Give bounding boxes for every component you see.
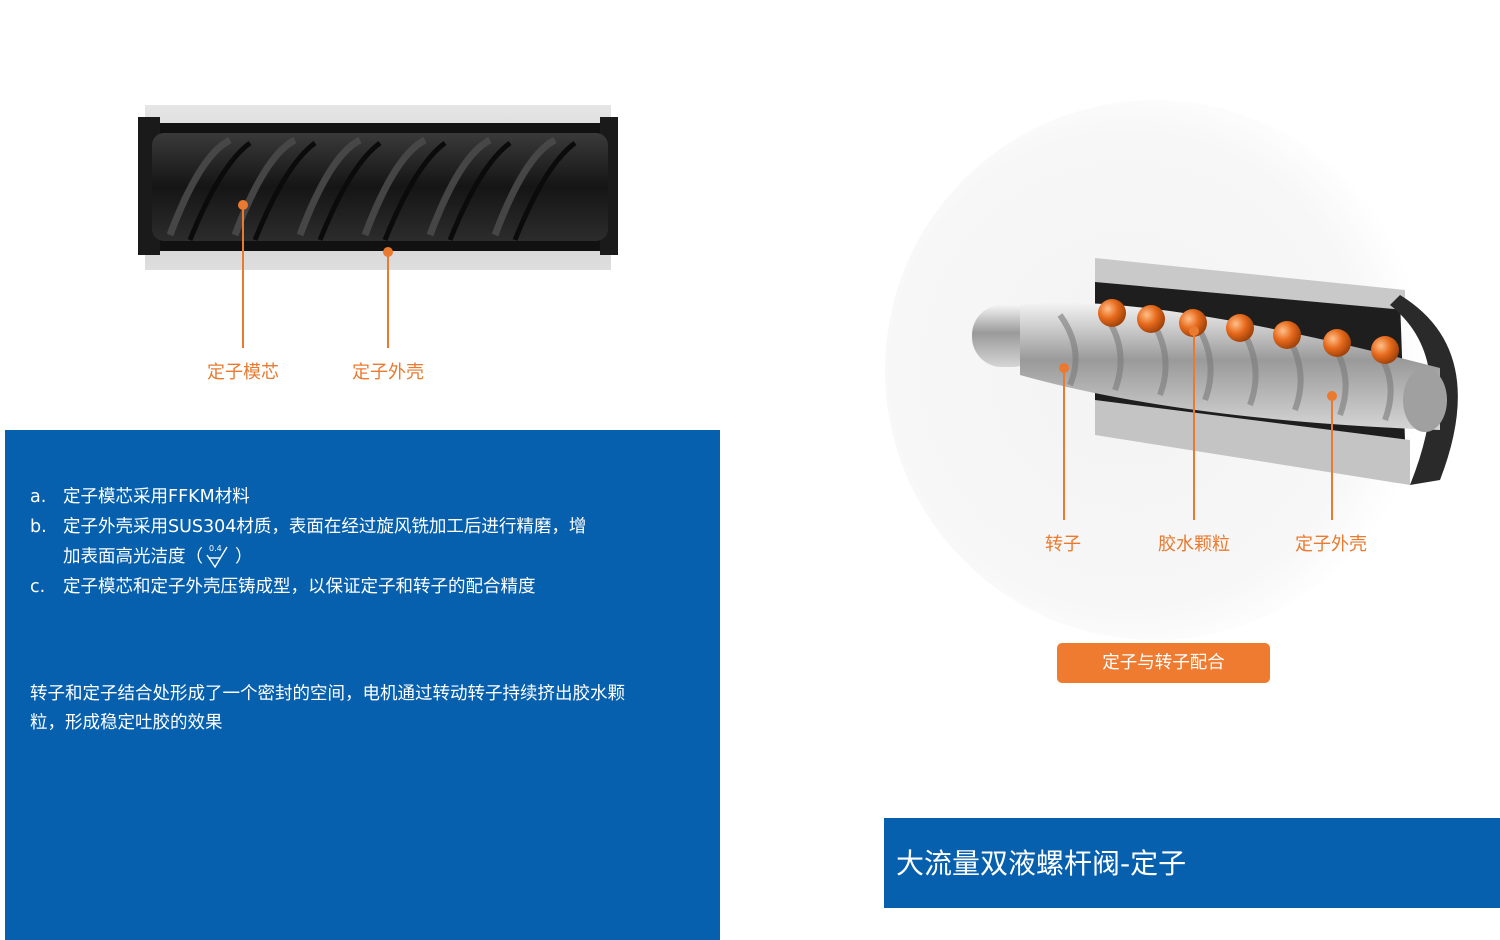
shell-leader	[1331, 398, 1333, 520]
list-item: a. 定子模芯采用FFKM材料	[30, 482, 670, 512]
stator-shell-leader	[387, 255, 389, 348]
info-panel	[5, 430, 720, 940]
feature-text: 定子外壳采用SUS304材质，表面在经过旋风铣加工后进行精磨，增	[63, 517, 587, 537]
page-title: 大流量双液螺杆阀-定子	[896, 847, 1187, 880]
label-glue-particles: 胶水颗粒	[1158, 534, 1230, 555]
surface-roughness-icon: 0.4	[203, 543, 235, 569]
label-stator-shell-right: 定子外壳	[1295, 534, 1367, 555]
stator-core-leader	[242, 210, 244, 348]
rotor-leader	[1063, 370, 1065, 520]
label-rotor: 转子	[1045, 534, 1081, 555]
svg-text:0.4: 0.4	[209, 544, 222, 553]
assembly-illustration	[885, 100, 1458, 640]
list-item: c. 定子模芯和定子外壳压铸成型，以保证定子和转子的配合精度	[30, 572, 670, 602]
list-item: b. 定子外壳采用SUS304材质，表面在经过旋风铣加工后进行精磨，增 加表面高…	[30, 512, 670, 572]
feature-text: 定子模芯采用FFKM材料	[63, 487, 250, 507]
feature-list: a. 定子模芯采用FFKM材料 b. 定子外壳采用SUS304材质，表面在经过旋…	[30, 482, 670, 602]
feature-text-end: ）	[235, 547, 253, 567]
label-stator-core: 定子模芯	[207, 362, 279, 383]
description-text: 转子和定子结合处形成了一个密封的空间，电机通过转动转子持续挤出胶水颗粒，形成稳定…	[30, 684, 625, 733]
glue-leader	[1193, 333, 1195, 520]
title-band	[884, 818, 1500, 908]
stator-rotor-fit-button[interactable]: 定子与转子配合	[1057, 643, 1270, 683]
label-stator-shell: 定子外壳	[352, 362, 424, 383]
stator-illustration	[138, 105, 618, 280]
feature-text: 定子模芯和定子外壳压铸成型，以保证定子和转子的配合精度	[63, 577, 536, 597]
list-marker: b.	[30, 517, 47, 537]
list-marker: a.	[30, 487, 47, 507]
list-marker: c.	[30, 577, 46, 597]
feature-text-continued: 加表面高光洁度（	[63, 547, 203, 567]
